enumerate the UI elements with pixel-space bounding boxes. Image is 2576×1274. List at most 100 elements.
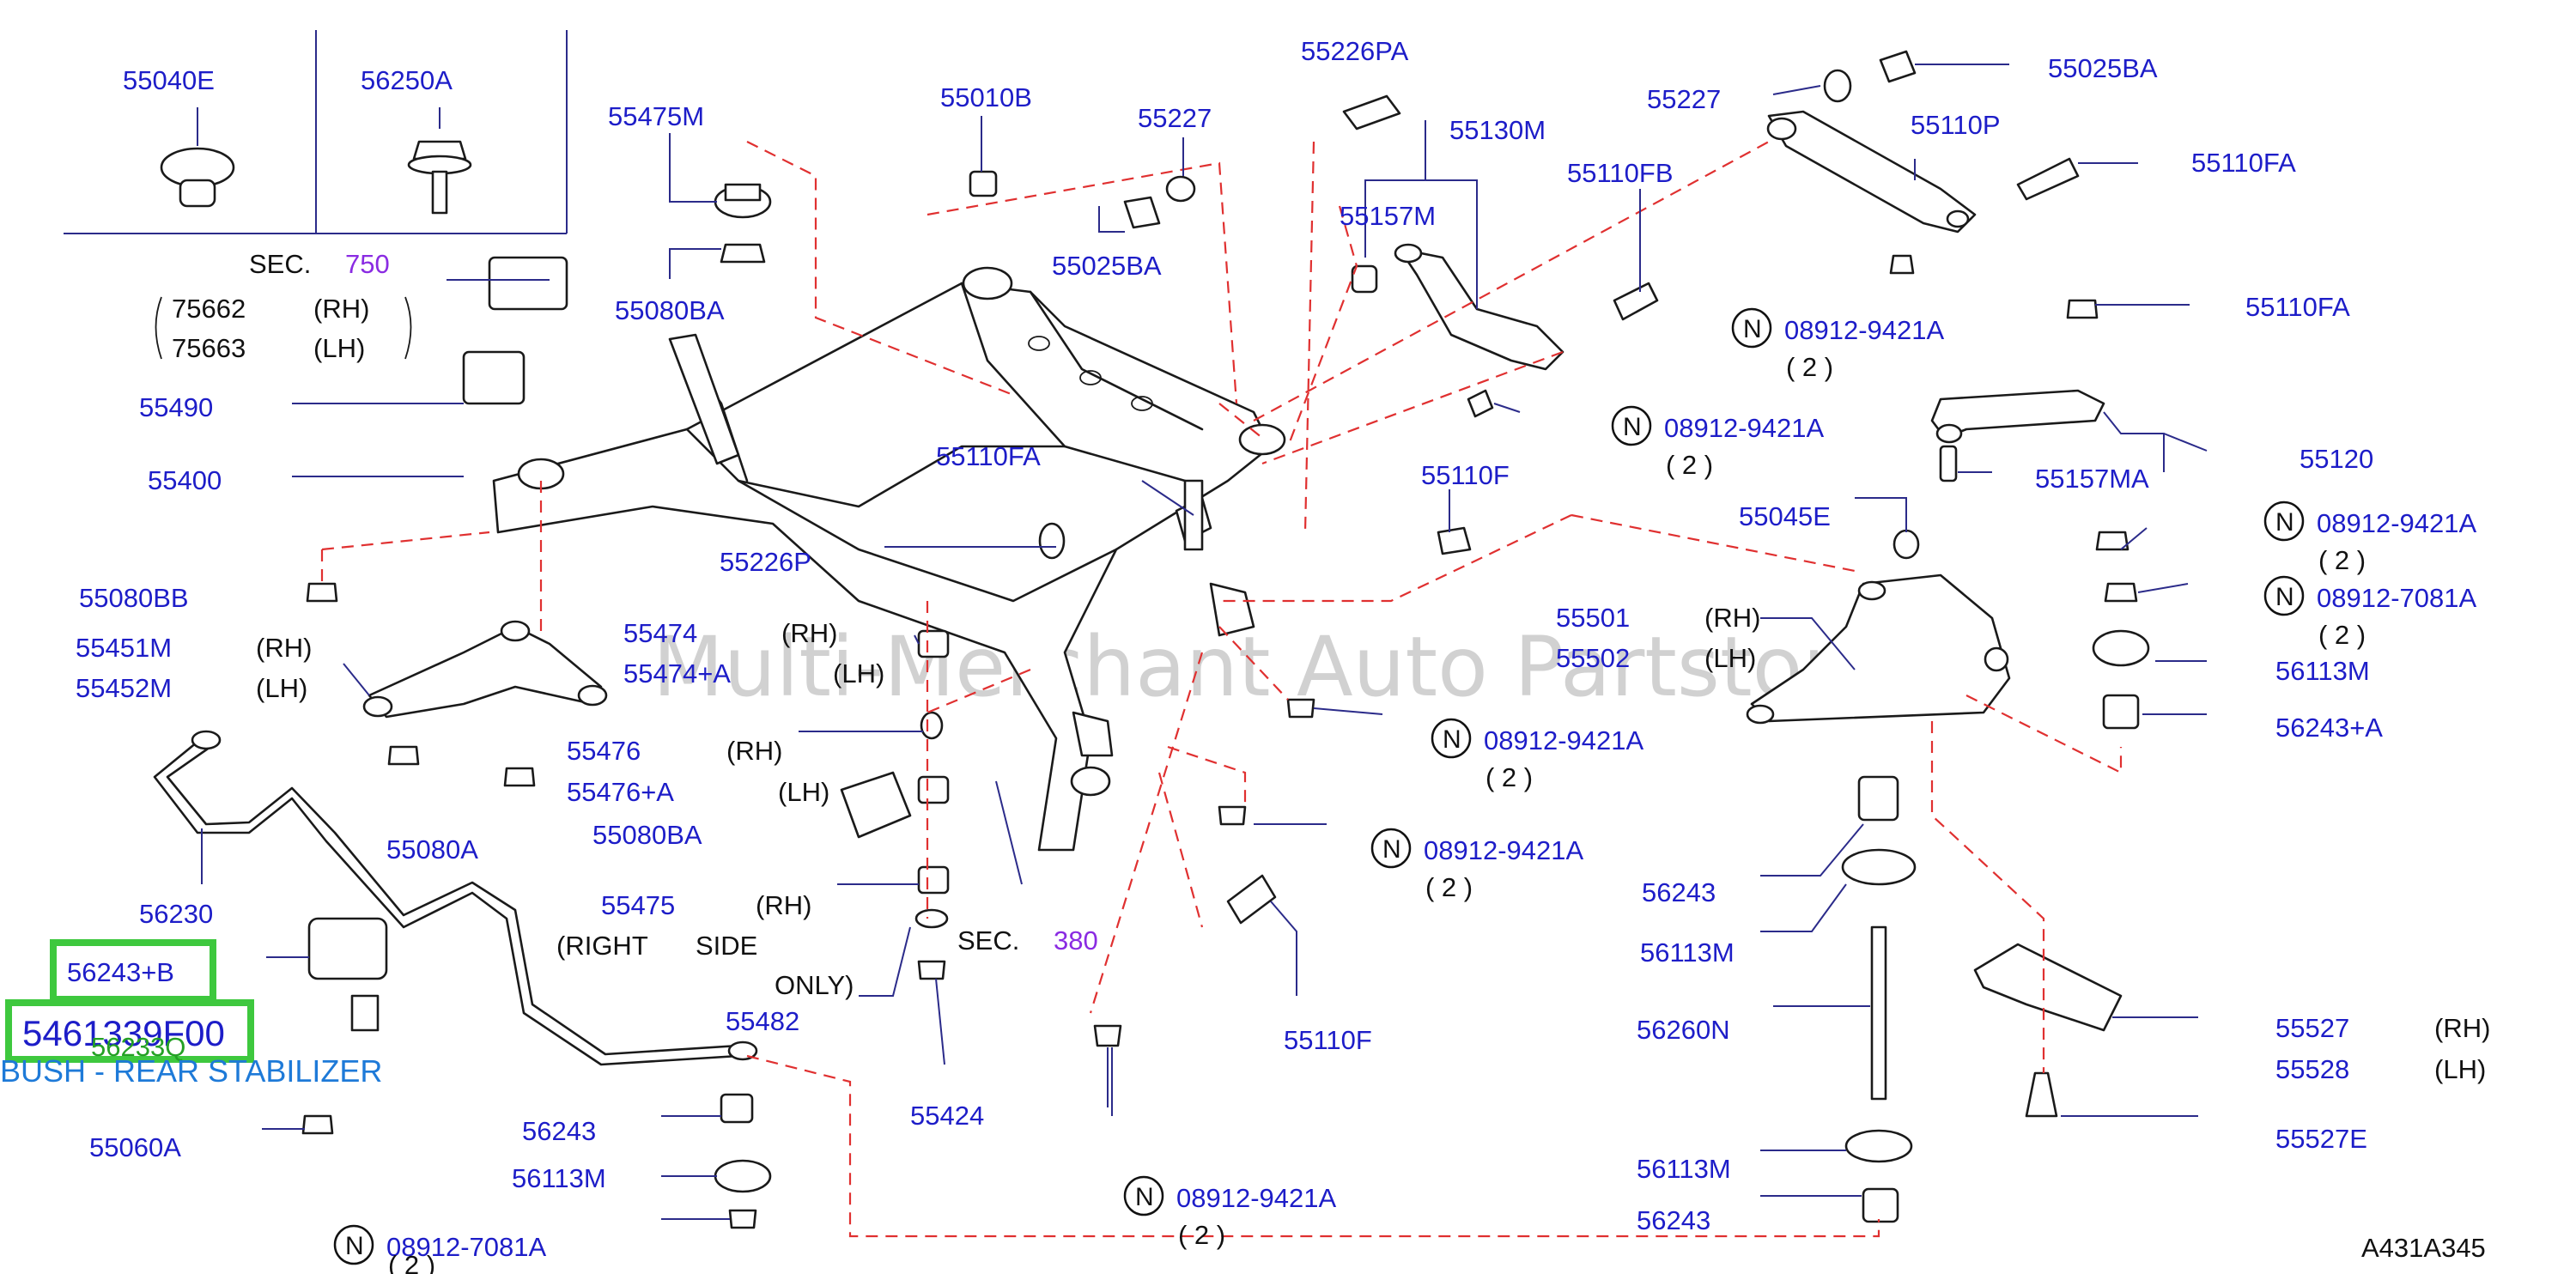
part-label-56243-b[interactable]: 56243 <box>1642 877 1716 907</box>
right-side-note-b: SIDE <box>696 931 757 961</box>
part-label-56113M-b[interactable]: 56113M <box>2275 656 2370 686</box>
part-label-55226P[interactable]: 55226P <box>720 547 811 577</box>
side-lh-55476A: (LH) <box>778 777 829 807</box>
part-label-56113M[interactable]: 56113M <box>512 1163 606 1193</box>
part-label-55227[interactable]: 55227 <box>1138 103 1212 133</box>
side-rh-55476: (RH) <box>726 736 782 766</box>
part-label-56233Q[interactable]: 56233Q <box>91 1032 185 1062</box>
part-label-55226PA[interactable]: 55226PA <box>1301 36 1409 66</box>
n-part-6[interactable]: N 08912-9421A ( 2 ) <box>1370 828 1583 902</box>
part-label-56113M-c[interactable]: 56113M <box>1640 937 1735 968</box>
n-part-5[interactable]: N 08912-9421A ( 2 ) <box>1431 718 1643 792</box>
svg-text:N: N <box>1743 315 1762 343</box>
part-label-55080BA[interactable]: 55080BA <box>592 820 702 850</box>
part-label-55010B[interactable]: 55010B <box>940 82 1032 112</box>
side-rh-55475: (RH) <box>756 890 811 920</box>
part-label-55528[interactable]: 55528 <box>2275 1054 2349 1084</box>
part-label-55451M[interactable]: 55451M <box>76 633 172 663</box>
part-label-55110FA-c[interactable]: 55110FA <box>936 441 1041 471</box>
part-label-55474A[interactable]: 55474+A <box>623 658 731 689</box>
part-label-55080A[interactable]: 55080A <box>386 834 478 864</box>
part-label-56260N[interactable]: 56260N <box>1637 1015 1730 1045</box>
part-label-55130M[interactable]: 55130M <box>1449 115 1546 145</box>
part-label-55120[interactable]: 55120 <box>2300 444 2373 474</box>
svg-text:( 2 ): ( 2 ) <box>2318 545 2366 575</box>
side-rh-55527: (RH) <box>2434 1013 2490 1043</box>
part-label-55476[interactable]: 55476 <box>567 736 641 766</box>
part-label-55025BA[interactable]: 55025BA <box>1052 251 1162 281</box>
svg-text:750: 750 <box>345 249 390 279</box>
inset-box: 55040E 56250A <box>64 30 568 234</box>
part-label-55474[interactable]: 55474 <box>623 618 697 648</box>
part-label-55157M[interactable]: 55157M <box>1340 201 1436 231</box>
side-lh-55452M: (LH) <box>256 673 307 703</box>
part-label-75663[interactable]: 75663 <box>172 333 246 363</box>
inset-label-56250A[interactable]: 56250A <box>361 65 453 95</box>
part-label-56243A[interactable]: 56243+A <box>2275 713 2383 743</box>
rear-suspension-member-drawing <box>492 266 1286 852</box>
section-ref-750[interactable]: SEC. 750 <box>249 249 390 279</box>
part-labels: 55490 55400 55080BB 55451M 55452M 55080A… <box>76 36 2383 1235</box>
part-label-56230[interactable]: 56230 <box>139 899 213 929</box>
part-label-55482[interactable]: 55482 <box>726 1006 799 1036</box>
part-label-55110FB[interactable]: 55110FB <box>1567 158 1674 188</box>
part-label-56113M-d[interactable]: 56113M <box>1637 1154 1731 1184</box>
section-ref-380[interactable]: SEC. 380 <box>957 925 1098 956</box>
part-label-55110P[interactable]: 55110P <box>1911 110 2001 140</box>
bracket-parts-group: 75662 (RH) 75663 (LH) <box>155 294 412 363</box>
n-part-7[interactable]: N 08912-9421A ( 2 ) <box>1123 1175 1336 1250</box>
part-label-55060A[interactable]: 55060A <box>89 1132 181 1162</box>
side-lh-55474A: (LH) <box>833 658 884 689</box>
diagram-code: A431A345 <box>2361 1233 2486 1263</box>
part-label-56243[interactable]: 56243 <box>522 1116 596 1146</box>
inset-label-55040E[interactable]: 55040E <box>123 65 215 95</box>
part-label-55501[interactable]: 55501 <box>1556 603 1630 633</box>
part-label-55025BA-b[interactable]: 55025BA <box>2048 53 2158 83</box>
part-label-55110F-a[interactable]: 55110F <box>1421 460 1510 490</box>
svg-text:( 2 ): ( 2 ) <box>1485 762 1533 792</box>
clip-55040E-icon <box>160 147 235 208</box>
part-label-55475[interactable]: 55475 <box>601 890 675 920</box>
watermark: Multi-Merchant Auto Partstore <box>653 619 1886 715</box>
part-label-55490[interactable]: 55490 <box>139 392 213 422</box>
svg-text:N: N <box>1135 1183 1154 1211</box>
svg-text:N: N <box>1623 413 1642 441</box>
part-label-55476A[interactable]: 55476+A <box>567 777 674 807</box>
part-label-55475M[interactable]: 55475M <box>608 101 704 131</box>
side-rh-55474: (RH) <box>781 618 837 648</box>
highlight-5461339F00[interactable]: 5461339F00 <box>5 999 254 1063</box>
part-label-55527[interactable]: 55527 <box>2275 1013 2349 1043</box>
part-label-55080BA-b[interactable]: 55080BA <box>615 295 725 325</box>
side-label-lh: (LH) <box>313 333 365 363</box>
part-label-56243-c[interactable]: 56243 <box>1637 1205 1710 1235</box>
svg-text:( 2 ): ( 2 ) <box>1425 872 1473 902</box>
part-label-55502[interactable]: 55502 <box>1556 643 1630 673</box>
svg-text:( 2 ): ( 2 ) <box>1666 450 1713 480</box>
part-label-55110FA-a[interactable]: 55110FA <box>2191 148 2296 178</box>
n-part-3[interactable]: N 08912-9421A ( 2 ) <box>2263 500 2476 575</box>
part-label-55110FA-b[interactable]: 55110FA <box>2245 292 2350 322</box>
n-part-4[interactable]: N 08912-7081A ( 2 ) <box>2263 575 2476 650</box>
lower-arm-55501-drawing <box>1746 573 2011 725</box>
side-rh-55451M: (RH) <box>256 633 312 663</box>
svg-text:( 2 ): ( 2 ) <box>2318 620 2366 650</box>
part-label-55400[interactable]: 55400 <box>148 465 222 495</box>
svg-text:N: N <box>1382 835 1401 864</box>
n-part-2[interactable]: N 08912-9421A ( 2 ) <box>1611 405 1824 480</box>
part-label-55045E[interactable]: 55045E <box>1739 501 1831 531</box>
part-label-55424[interactable]: 55424 <box>910 1101 984 1131</box>
part-label-55080BB[interactable]: 55080BB <box>79 583 189 613</box>
part-label-75662[interactable]: 75662 <box>172 294 246 324</box>
part-label-55227-b[interactable]: 55227 <box>1647 84 1721 114</box>
n-part-1[interactable]: N 08912-9421A ( 2 ) <box>1731 307 1944 382</box>
part-label-55452M[interactable]: 55452M <box>76 673 172 703</box>
svg-text:N: N <box>1443 725 1461 754</box>
svg-text:SEC.: SEC. <box>249 249 311 279</box>
side-lh-55528: (LH) <box>2434 1054 2486 1084</box>
part-label-55110F-b[interactable]: 55110F <box>1284 1025 1372 1055</box>
n-part-8[interactable]: N 08912-7081A ( 2 ) <box>333 1224 546 1274</box>
highlight-56243B[interactable]: 56243+B <box>50 939 216 1003</box>
part-label-55157MA[interactable]: 55157MA <box>2035 464 2149 494</box>
part-label-55527E[interactable]: 55527E <box>2275 1124 2367 1154</box>
svg-text:56243+B: 56243+B <box>67 957 174 987</box>
